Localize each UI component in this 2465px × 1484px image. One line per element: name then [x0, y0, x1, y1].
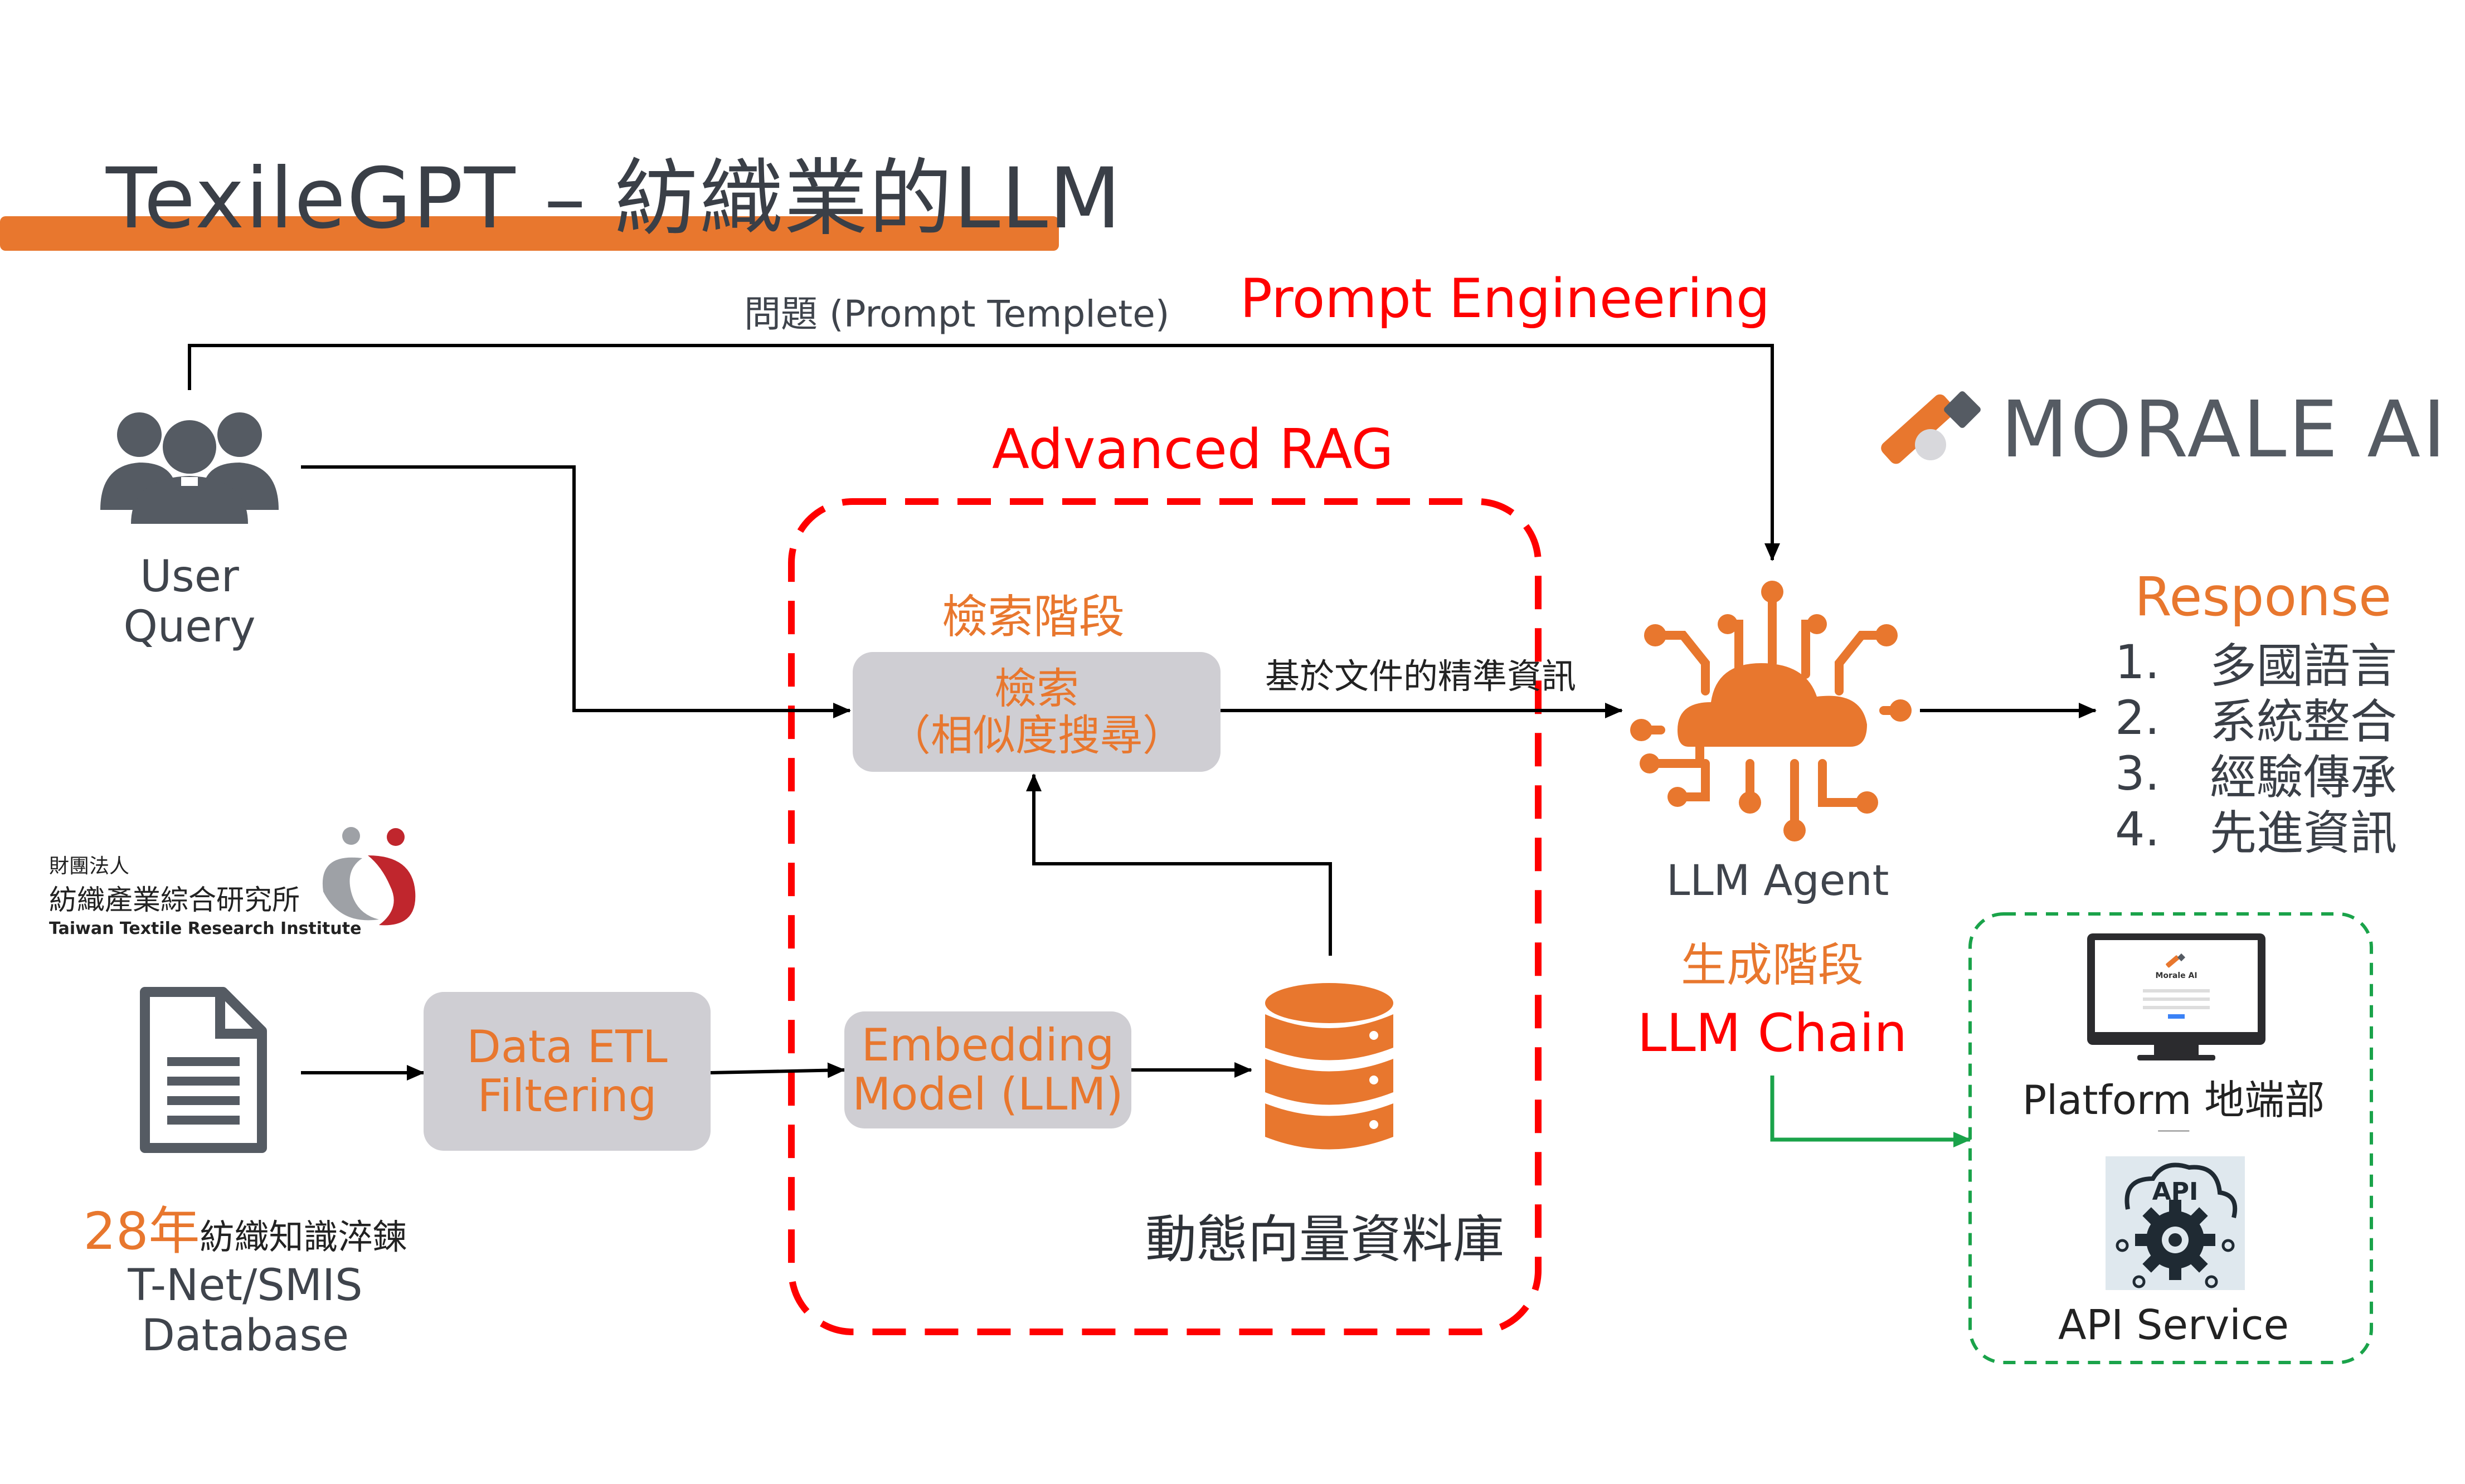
response-list: 1.多國語言 2.系統整合 3.經驗傳承 4.先進資訊: [2115, 634, 2398, 860]
monitor-icon: Morale AI: [2087, 933, 2265, 1062]
search-box-subtitle: （相似度搜尋）: [888, 710, 1185, 760]
cloud-network-icon: [1627, 580, 1917, 841]
db-to-search-connector: [1026, 773, 1332, 956]
platform-screen-logo-text: Morale AI: [2155, 971, 2197, 980]
retrieval-edge-label: 基於文件的精準資訊: [1265, 656, 1577, 697]
title-underline-bar: [0, 216, 1059, 251]
search-box-title: 檢索: [994, 663, 1079, 713]
retrieval-stage-label: 檢索階段: [942, 591, 1125, 644]
llm-chain-label: LLM Chain: [1637, 1003, 1908, 1064]
query-connector: [301, 465, 851, 718]
prompt-engineering-label: Prompt Engineering: [1240, 267, 1770, 330]
database-icon: [1262, 981, 1396, 1159]
response-item: 4.先進資訊: [2115, 802, 2398, 860]
document-icon: [139, 986, 268, 1154]
morale-ai-logo-icon: [1873, 385, 1984, 468]
vector-db-label: 動態向量資料庫: [1145, 1210, 1505, 1269]
response-title: Response: [2135, 566, 2392, 628]
response-item: 3.經驗傳承: [2115, 746, 2398, 805]
api-service-label: API Service: [2058, 1301, 2289, 1349]
prompt-template-label: 問題 (Prompt Templete): [744, 293, 1170, 335]
llm-agent-label: LLM Agent: [1666, 855, 1889, 905]
data-etl-box: Data ETL Filtering: [424, 992, 711, 1151]
api-gear-icon: API: [2106, 1156, 2245, 1290]
chain-to-deploy-connector: [1770, 1076, 1971, 1147]
platform-label: Platform 地端部署: [2022, 1077, 2325, 1131]
advanced-rag-title: Advanced RAG: [992, 418, 1394, 481]
user-query-label: User Query: [123, 552, 256, 652]
etl-to-embedding-connector: [710, 1062, 845, 1078]
response-item: 2.系統整合: [2115, 690, 2398, 749]
ttri-logo-icon: [312, 825, 424, 931]
response-item: 1.多國語言: [2115, 635, 2398, 693]
prompt-connector: [188, 344, 1780, 561]
users-group-icon: [98, 407, 281, 524]
knowledge-source-label: 28年紡織知識淬鍊 T-Net/SMIS Database: [83, 1201, 407, 1361]
ttri-logo: 財團法人 紡織產業綜合研究所 Taiwan Textile Research I…: [49, 855, 362, 938]
morale-ai-wordmark: MORALE AI: [2001, 385, 2448, 475]
search-box: 檢索 （相似度搜尋）: [853, 652, 1221, 772]
generation-stage-label: 生成階段: [1680, 939, 1864, 992]
embedding-model-box: Embedding Model (LLM): [844, 1011, 1131, 1128]
page-title: TexileGPT – 紡織業的LLM: [106, 150, 1122, 247]
rag-region-border: [788, 498, 1542, 1335]
